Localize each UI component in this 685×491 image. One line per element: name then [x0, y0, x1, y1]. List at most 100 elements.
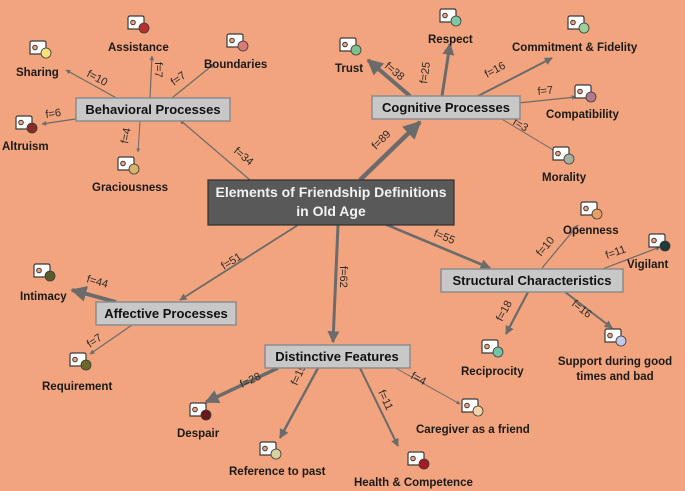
altruism-dot — [26, 122, 38, 134]
reference-dot — [270, 448, 282, 460]
leaf-vigilant: Vigilant — [627, 259, 668, 271]
edge-despair — [204, 366, 279, 404]
freq-center-affective: f=51 — [219, 251, 244, 273]
trust-icon — [339, 37, 362, 56]
sharing-icon — [29, 40, 52, 59]
commitment-dot — [578, 22, 590, 34]
despair-icon — [189, 402, 212, 421]
compatibility-icon — [574, 84, 597, 103]
leaf-icons — [15, 8, 671, 470]
freq-center-distinctive: f=62 — [337, 266, 349, 288]
boundaries-dot — [237, 40, 249, 52]
leaf-trust: Trust — [335, 63, 363, 75]
freq-altruism: f=6 — [45, 107, 62, 121]
leaf-reference: Reference to past — [229, 466, 326, 478]
freq-despair: f=28 — [238, 371, 263, 391]
category-distinctive-label: Distinctive Features — [275, 349, 399, 364]
freq-vigilant: f=11 — [604, 243, 628, 261]
edge-morality — [499, 117, 561, 155]
edge-intimacy — [70, 286, 117, 304]
freq-caregiver: f=4 — [409, 370, 428, 388]
caregiver-icon — [461, 398, 484, 417]
freq-graciousness: f=4 — [119, 127, 134, 144]
leaf-respect: Respect — [428, 34, 473, 46]
edge-trust — [366, 58, 412, 98]
category-distinctive: Distinctive Features — [264, 344, 411, 369]
category-behavioral-label: Behavioral Processes — [85, 102, 220, 117]
leaf-sharing: Sharing — [16, 67, 59, 79]
leaf-caregiver: Caregiver as a friend — [416, 424, 530, 436]
boundaries-icon — [226, 33, 249, 52]
freq-reciprocity: f=18 — [494, 299, 515, 324]
freq-center-behavioral: f=34 — [231, 145, 255, 168]
edge-reference — [278, 367, 320, 439]
edge-boundaries — [171, 63, 215, 99]
category-affective-label: Affective Processes — [104, 306, 228, 321]
trust-dot — [350, 44, 362, 56]
leaf-intimacy: Intimacy — [20, 291, 67, 303]
edge-compatibility — [517, 95, 577, 104]
leaf-labels: Sharing Assistance Boundaries Altruism G… — [2, 34, 672, 489]
edge-vigilant — [599, 246, 661, 271]
category-behavioral: Behavioral Processes — [75, 97, 231, 122]
morality-icon — [552, 146, 575, 165]
graciousness-icon — [117, 156, 140, 175]
leaf-altruism: Altruism — [2, 141, 49, 153]
leaf-morality: Morality — [542, 172, 587, 184]
leaf-openness: Openness — [563, 225, 619, 237]
center-title-line1: Elements of Friendship Definitions — [215, 184, 446, 200]
commitment-icon — [567, 15, 590, 34]
intimacy-dot — [44, 270, 56, 282]
freq-health: f=11 — [375, 388, 395, 412]
compatibility-dot — [585, 91, 597, 103]
reference-icon — [259, 441, 282, 460]
edge-openness — [541, 224, 579, 269]
freq-compatibility: f=7 — [537, 84, 554, 98]
edge-reciprocity — [505, 291, 529, 335]
leaf-reciprocity: Reciprocity — [461, 366, 524, 378]
edge-support — [564, 291, 613, 329]
leaf-graciousness: Graciousness — [92, 182, 168, 194]
requirement-dot — [80, 359, 92, 371]
category-cognitive-label: Cognitive Processes — [382, 100, 510, 115]
morality-dot — [563, 153, 575, 165]
edge-assistance — [149, 55, 155, 99]
edge-center-affective — [179, 224, 299, 301]
leaf-assistance: Assistance — [108, 42, 169, 54]
leaf-support-line1: Support during good — [558, 356, 672, 368]
freq-respect: f=25 — [418, 61, 433, 84]
edge-center-behavioral — [179, 119, 251, 181]
edge-center-distinctive — [327, 224, 340, 344]
leaf-boundaries: Boundaries — [204, 59, 267, 71]
vigilant-dot — [659, 240, 671, 252]
leaf-commitment: Commitment & Fidelity — [512, 42, 638, 54]
leaf-despair: Despair — [177, 428, 220, 440]
leaf-support-line2: times and bad — [576, 371, 653, 383]
edge-commitment — [477, 57, 553, 97]
graciousness-dot — [128, 163, 140, 175]
leaf-compatibility: Compatibility — [546, 109, 619, 121]
assistance-dot — [138, 22, 150, 34]
edge-requirement — [89, 324, 133, 355]
category-cognitive: Cognitive Processes — [371, 95, 521, 120]
freq-assistance: f=7 — [152, 62, 164, 78]
freq-intimacy: f=44 — [85, 273, 109, 291]
center-node: Elements of Friendship Definitions in Ol… — [207, 179, 455, 226]
leaf-requirement: Requirement — [42, 381, 112, 393]
category-structural: Structural Characteristics — [440, 268, 624, 293]
health-dot — [418, 458, 430, 470]
despair-dot — [200, 409, 212, 421]
freq-openness: f=10 — [534, 235, 557, 259]
support-icon — [604, 328, 627, 347]
requirement-icon — [69, 352, 92, 371]
reciprocity-icon — [481, 339, 504, 358]
center-title-line2: in Old Age — [296, 203, 366, 219]
freq-trust: f=38 — [382, 60, 406, 83]
respect-dot — [450, 15, 462, 27]
support-dot — [615, 335, 627, 347]
vigilant-icon — [648, 233, 671, 252]
category-affective: Affective Processes — [95, 301, 237, 326]
intimacy-icon — [33, 263, 56, 282]
edge-graciousness — [136, 120, 141, 153]
